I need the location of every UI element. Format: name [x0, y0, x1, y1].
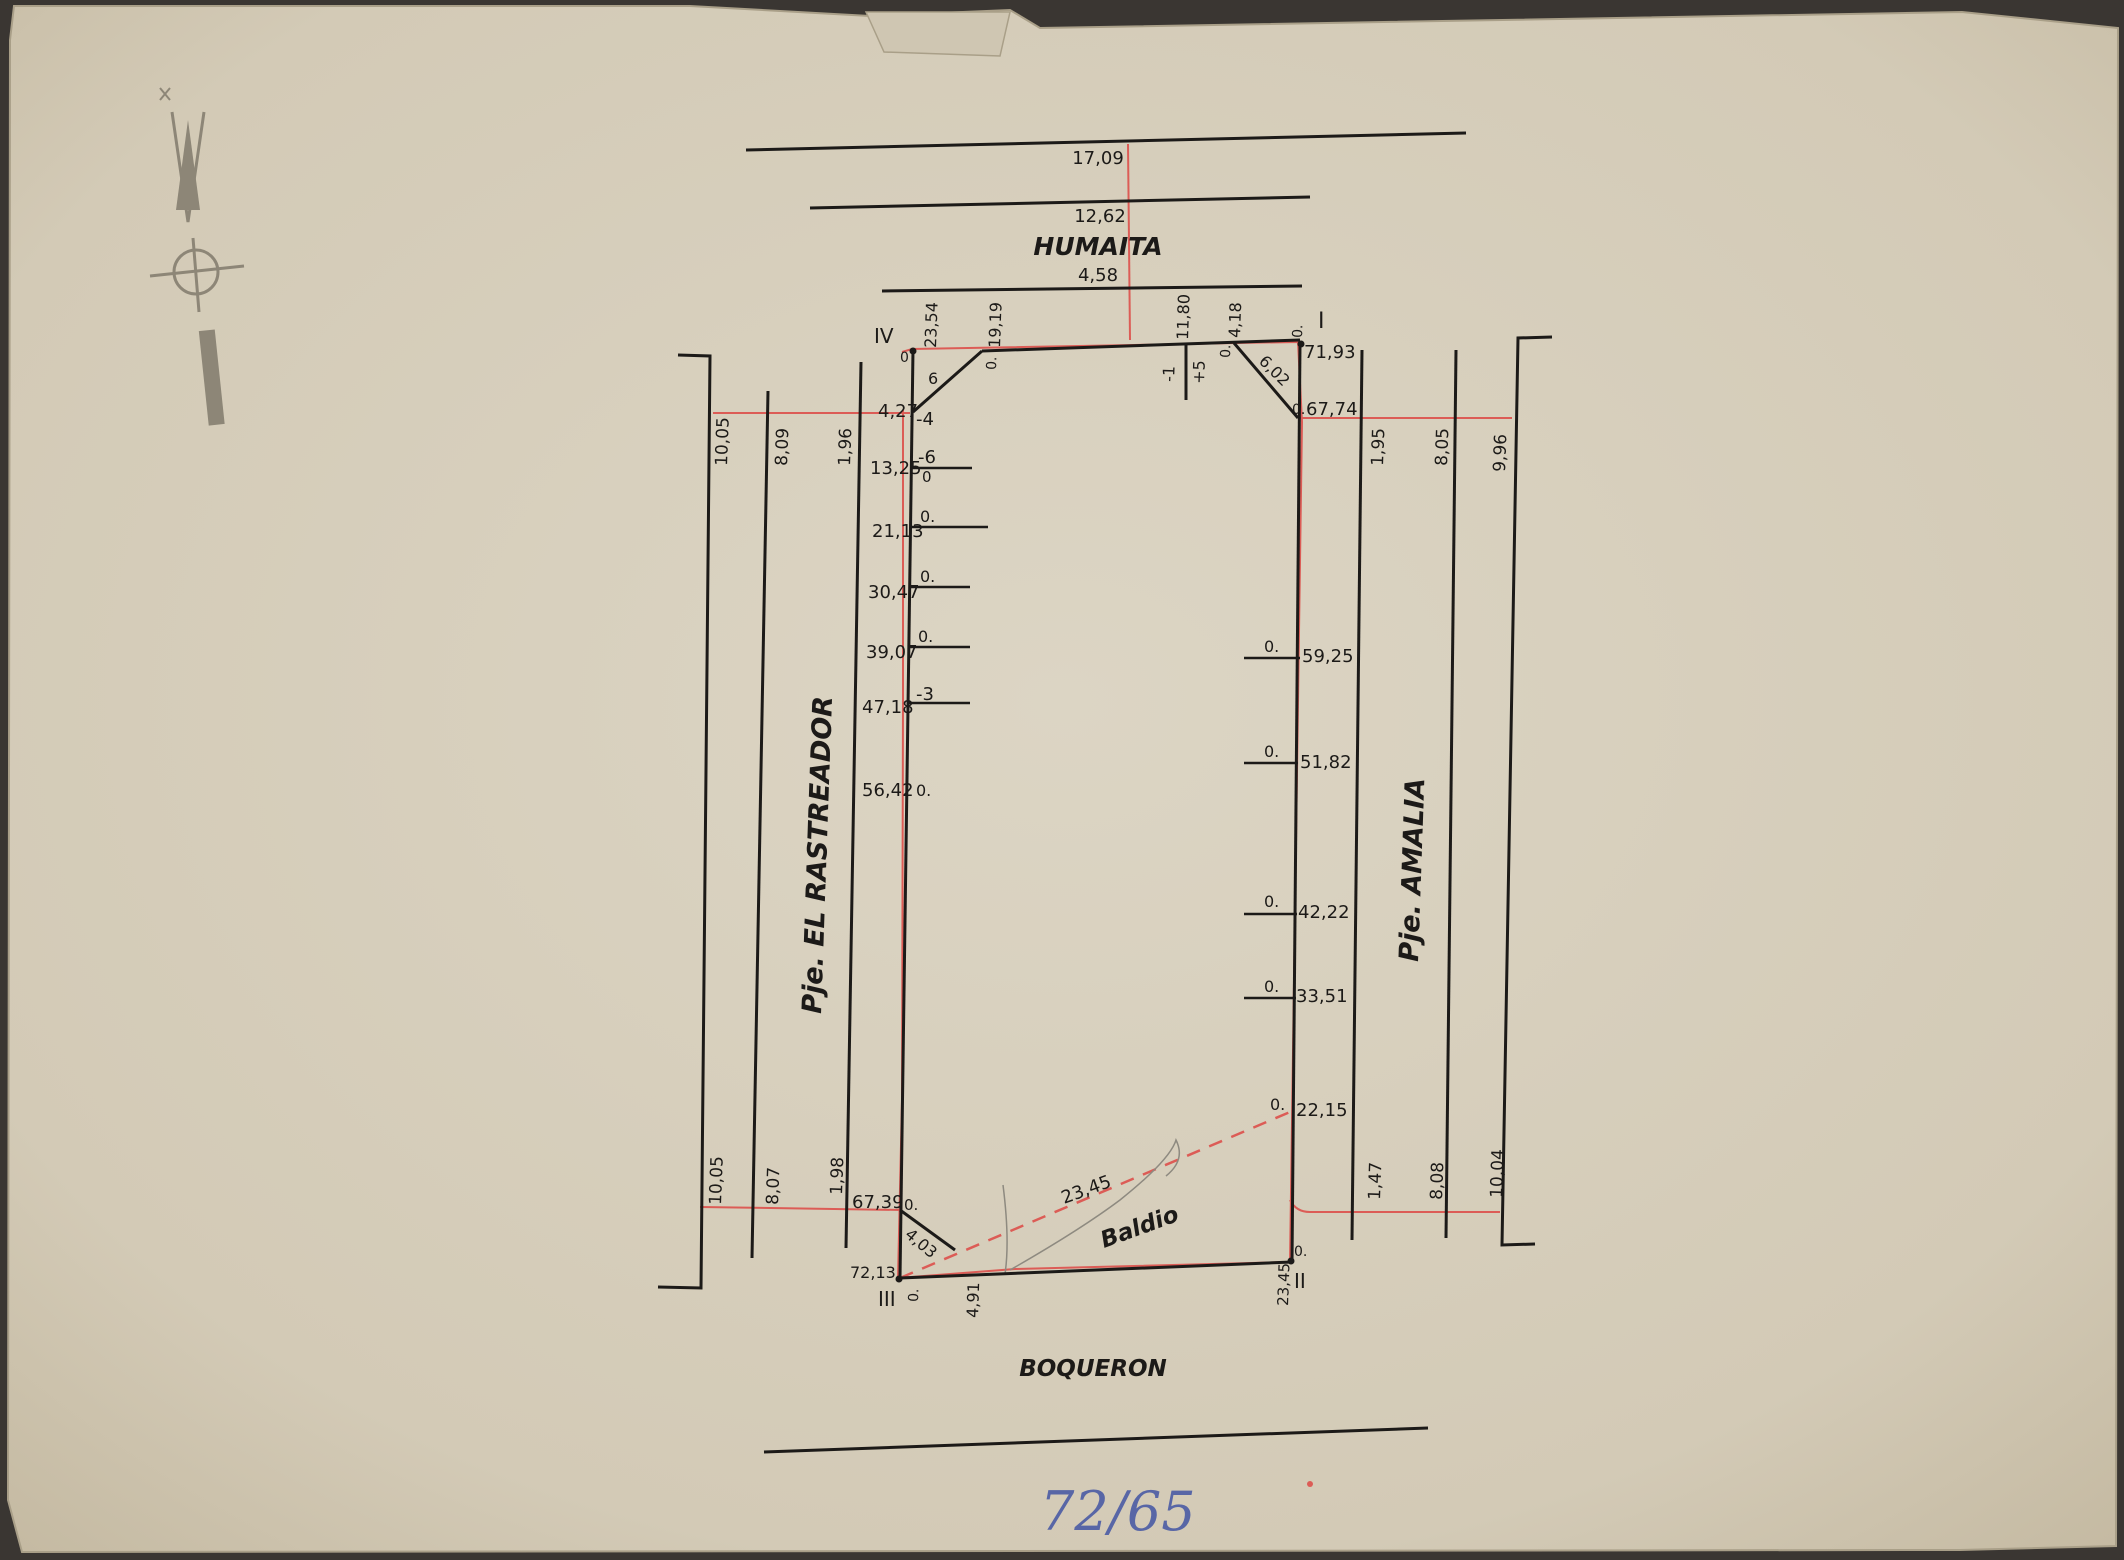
w-corner-dist: 72,13 [850, 1263, 896, 1282]
west-station-zero: 0 [922, 468, 932, 486]
east-station-offset: 0. [1264, 742, 1279, 761]
west-station-dist: 39,07 [866, 642, 918, 663]
top-edge-dim: 23,54 [921, 302, 942, 348]
east-width: 10,04 [1487, 1149, 1509, 1198]
west-width: 10,05 [712, 417, 734, 466]
west-station-dist: 56,42 [862, 780, 914, 801]
east-station-offset: 0. [1264, 977, 1279, 996]
north-tie-line [1127, 143, 1131, 341]
west-tie-bottom [699, 1206, 903, 1211]
east-width: 9,96 [1490, 434, 1511, 473]
corner-zero: 0 [900, 350, 909, 366]
north-arrow-icon [149, 87, 245, 426]
pencil-sketch [1002, 1137, 1181, 1275]
chamfer-sw [899, 1208, 956, 1252]
top-edge-dim: 11,80 [1173, 294, 1194, 340]
file-number: 72/65 [1040, 1480, 1196, 1543]
west-station-offset: -3 [916, 684, 934, 705]
corner-label-ii: II [1294, 1269, 1306, 1293]
top-edge-dim: -1 [1159, 366, 1179, 383]
west-width: 8,07 [763, 1167, 784, 1206]
w-corner-offset: 0. [906, 1288, 922, 1302]
west-width: 1,98 [827, 1157, 848, 1196]
bottom-dist: 4,91 [963, 1282, 983, 1318]
corner-dot [895, 1275, 903, 1283]
chamfer-offset: 6 [928, 369, 938, 388]
east-station-dist: 42,22 [1298, 902, 1350, 923]
north-line-2 [809, 195, 1311, 210]
street-name-boqueron: BOQUERON [1019, 1356, 1167, 1382]
corner-label-iv: IV [874, 324, 894, 348]
paper-fold-tab [864, 11, 1011, 57]
red-mark [1307, 1481, 1313, 1487]
east-width: 8,08 [1427, 1162, 1448, 1201]
west-station-offset: 0. [916, 781, 931, 800]
north-width: 4,58 [1078, 265, 1118, 286]
west-line-3 [844, 361, 863, 1249]
west-station-dist: 47,18 [862, 697, 914, 718]
west-width: 10,05 [706, 1156, 728, 1205]
top-edge-dim: 67,74 [1306, 399, 1358, 420]
e-corner-dist: 23,45 [1274, 1263, 1293, 1307]
chamfer-nw [912, 349, 983, 414]
west-station-offset: 0. [920, 507, 935, 526]
lot-top-edge [981, 338, 1301, 353]
east-station-dist: 59,25 [1302, 646, 1354, 667]
west-station-dist: 21,13 [872, 521, 924, 542]
chamfer-ne [1232, 342, 1300, 419]
west-width: 8,09 [772, 428, 793, 467]
north-line-3 [881, 284, 1303, 293]
corner-label-i: I [1318, 309, 1325, 334]
west-bracket [657, 353, 712, 1290]
east-station-offset: 0. [1270, 1095, 1285, 1114]
north-width: 12,62 [1074, 206, 1126, 227]
west-station-offset: -6 [918, 447, 936, 468]
corner-dot [1297, 340, 1305, 348]
east-line-3 [1350, 349, 1364, 1241]
street-name-amalia: Pje. AMALIA [1394, 777, 1431, 962]
west-width: 1,96 [835, 428, 856, 467]
top-edge-dim: 19,19 [985, 302, 1006, 348]
corner-zero: 0. [1292, 402, 1305, 418]
west-station-dist: 13,25 [870, 458, 922, 479]
east-station-dist: 22,15 [1296, 1100, 1348, 1121]
top-edge-dim: +5 [1189, 360, 1209, 384]
west-station-offset: 0. [918, 627, 933, 646]
west-station-offset: 0. [920, 567, 935, 586]
sw-station-offset: 0. [904, 1196, 918, 1214]
e-corner-offset: 0. [1294, 1244, 1307, 1260]
east-station-dist: 51,82 [1300, 752, 1352, 773]
east-bracket [1500, 335, 1553, 1247]
corner-label-iii: III [878, 1287, 896, 1311]
east-width: 1,95 [1368, 428, 1389, 467]
east-line-2 [1444, 349, 1458, 1239]
west-station-offset: -4 [916, 409, 934, 430]
west-line-2 [750, 390, 770, 1259]
east-width: 8,05 [1432, 428, 1453, 467]
west-station-dist: 30,47 [868, 582, 920, 603]
corner-dot [909, 347, 917, 355]
corner-zero: 0. [1218, 344, 1234, 358]
south-line [763, 1426, 1429, 1454]
chamfer-offset: 0. [984, 356, 1000, 370]
east-width: 1,47 [1365, 1162, 1386, 1201]
east-station-dist: 33,51 [1296, 986, 1348, 1007]
north-width: 17,09 [1072, 148, 1124, 169]
lot-west-edge [898, 349, 915, 1279]
east-station-offset: 0. [1264, 637, 1279, 656]
west-station-dist: 4,27 [878, 401, 918, 422]
street-name-humaita: HUMAITA [1033, 232, 1162, 261]
sw-station-dist: 67,39 [852, 1192, 904, 1213]
top-edge-dim: 71,93 [1304, 342, 1356, 363]
north-line-1 [745, 131, 1467, 152]
top-edge-dim: 4,18 [1225, 302, 1245, 338]
corner-zero: 0. [1290, 324, 1306, 338]
east-station-offset: 0. [1264, 892, 1279, 911]
lot-east-edge [1290, 344, 1302, 1263]
corner-dot [1287, 1257, 1295, 1265]
lot-bottom-edge [899, 1260, 1293, 1280]
